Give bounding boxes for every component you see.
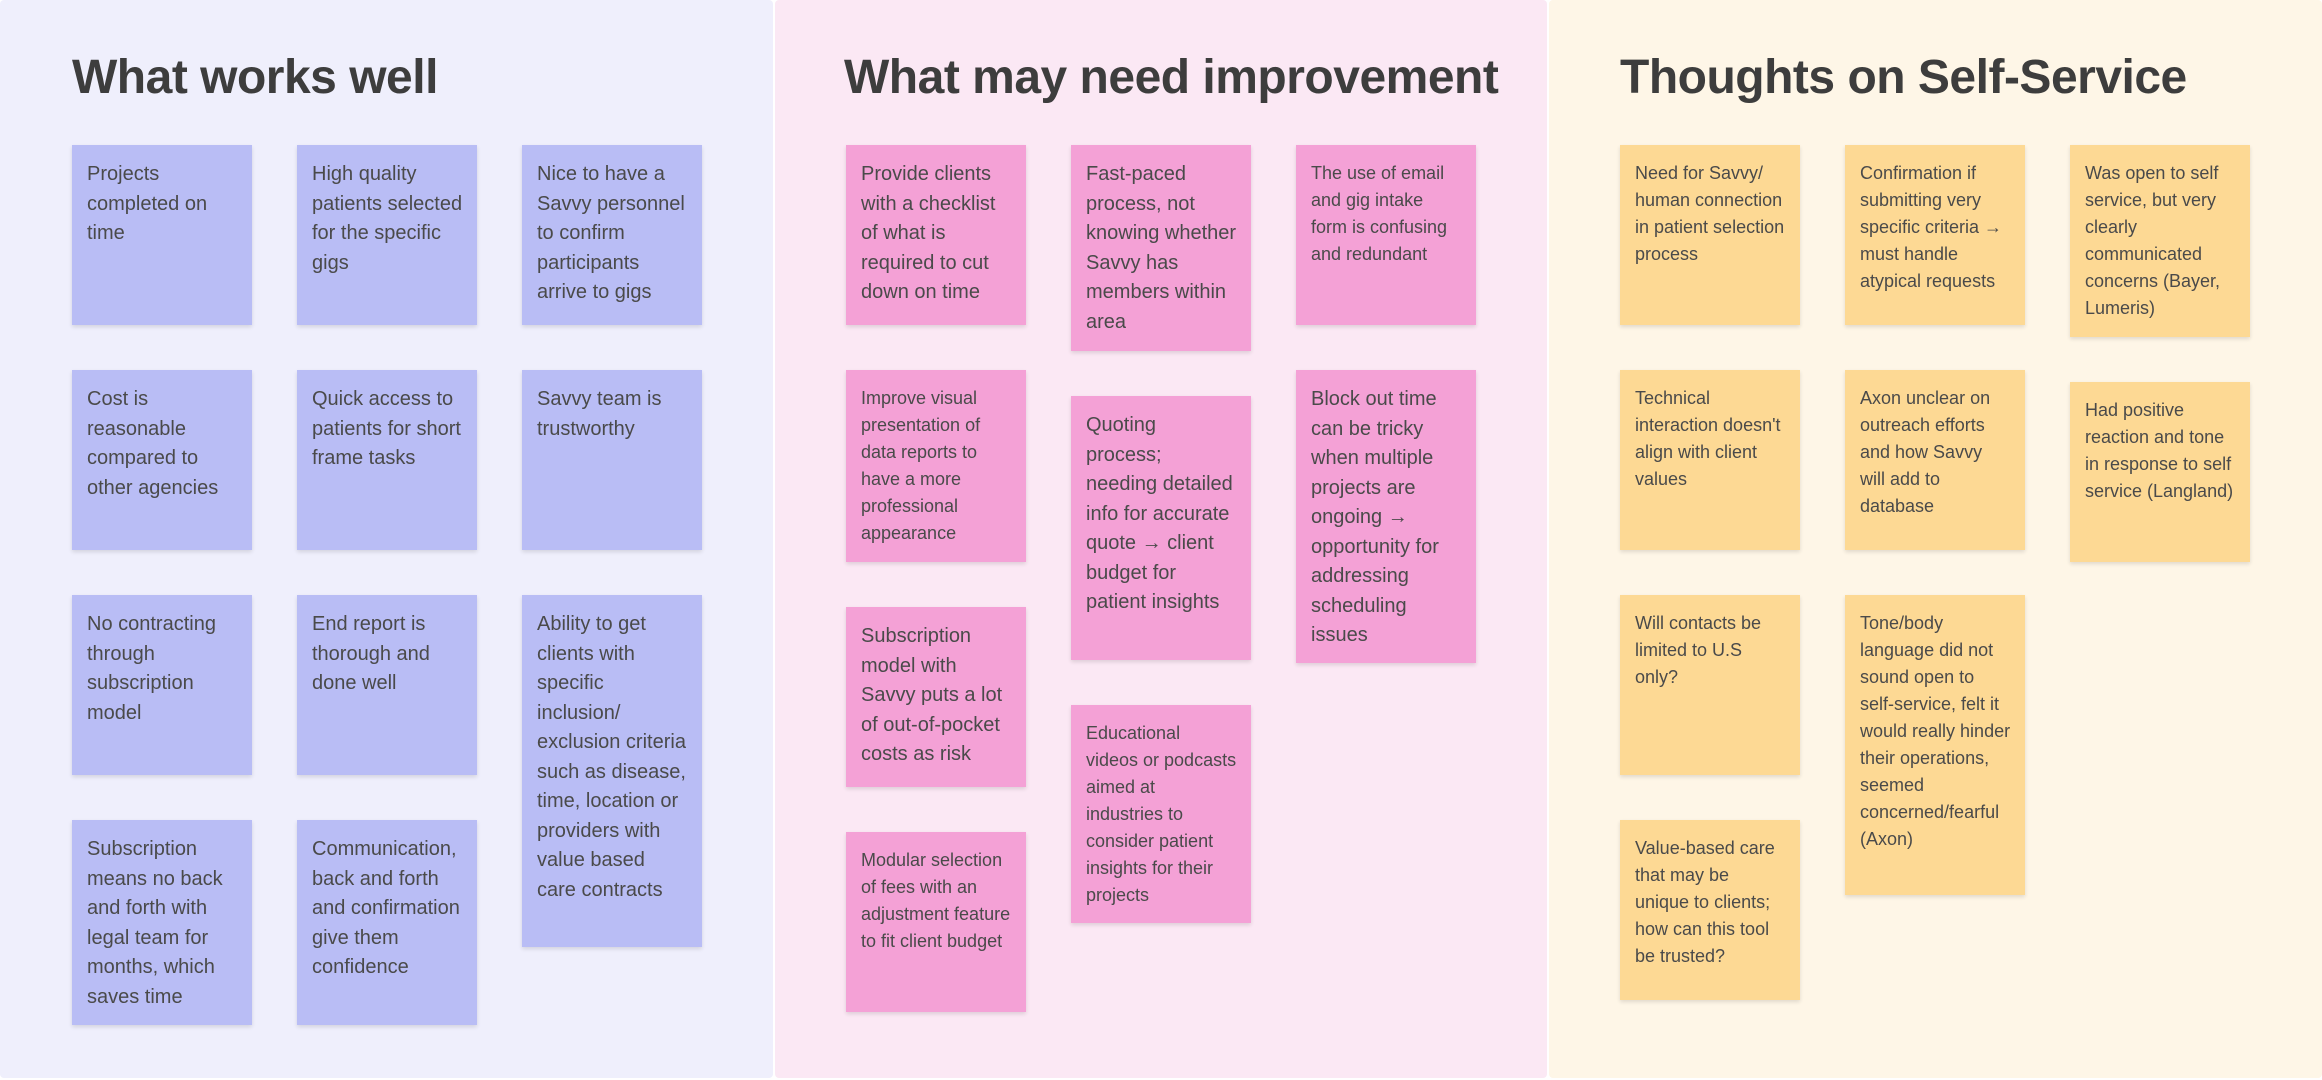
sticky-note[interactable]: Axon unclear on outreach efforts and how… <box>1845 370 2025 550</box>
section-title[interactable]: What may need improvement <box>844 51 1499 104</box>
sticky-note[interactable]: Had positive reaction and tone in respon… <box>2070 382 2250 562</box>
sticky-note[interactable]: Value-based care that may be unique to c… <box>1620 820 1800 1000</box>
sticky-note[interactable]: Cost is reasonable compared to other age… <box>72 370 252 550</box>
sticky-note[interactable]: Provide clients with a checklist of what… <box>846 145 1026 325</box>
sticky-note[interactable]: Subscription means no back and forth wit… <box>72 820 252 1025</box>
sticky-note[interactable]: Nice to have a Savvy personnel to confir… <box>522 145 702 325</box>
section-what-may-need-improvement[interactable]: What may need improvement Provide client… <box>775 0 1547 1078</box>
sticky-note[interactable]: Quoting process; needing detailed info f… <box>1071 396 1251 660</box>
sticky-note[interactable]: Was open to self service, but very clear… <box>2070 145 2250 337</box>
sticky-note[interactable]: Modular selection of fees with an adjust… <box>846 832 1026 1012</box>
sticky-note[interactable]: Confirmation if submitting very specific… <box>1845 145 2025 325</box>
sticky-note[interactable]: The use of email and gig intake form is … <box>1296 145 1476 325</box>
section-title[interactable]: Thoughts on Self-Service <box>1620 51 2187 104</box>
sticky-note[interactable]: Technical interaction doesn't align with… <box>1620 370 1800 550</box>
sticky-note[interactable]: Savvy team is trustworthy <box>522 370 702 550</box>
sticky-note[interactable]: Need for Savvy/ human connection in pati… <box>1620 145 1800 325</box>
sticky-note[interactable]: Subscription model with Savvy puts a lot… <box>846 607 1026 787</box>
section-thoughts-on-self-service[interactable]: Thoughts on Self-Service Need for Savvy/… <box>1549 0 2322 1078</box>
sticky-note[interactable]: Communication, back and forth and confir… <box>297 820 477 1025</box>
sticky-note[interactable]: Tone/body language did not sound open to… <box>1845 595 2025 895</box>
sticky-note[interactable]: Projects completed on time <box>72 145 252 325</box>
sticky-note[interactable]: End report is thorough and done well <box>297 595 477 775</box>
sticky-note[interactable]: No contracting through subscription mode… <box>72 595 252 775</box>
sticky-note[interactable]: Fast-paced process, not knowing whether … <box>1071 145 1251 351</box>
sticky-note[interactable]: Improve visual presentation of data repo… <box>846 370 1026 562</box>
sticky-note[interactable]: Quick access to patients for short frame… <box>297 370 477 550</box>
sticky-note[interactable]: Ability to get clients with specific inc… <box>522 595 702 947</box>
sticky-note[interactable]: Block out time can be tricky when multip… <box>1296 370 1476 663</box>
sticky-note[interactable]: Educational videos or podcasts aimed at … <box>1071 705 1251 923</box>
sticky-note[interactable]: High quality patients selected for the s… <box>297 145 477 325</box>
sticky-note[interactable]: Will contacts be limited to U.S only? <box>1620 595 1800 775</box>
section-title[interactable]: What works well <box>72 51 438 104</box>
section-what-works-well[interactable]: What works well Projects completed on ti… <box>0 0 773 1078</box>
